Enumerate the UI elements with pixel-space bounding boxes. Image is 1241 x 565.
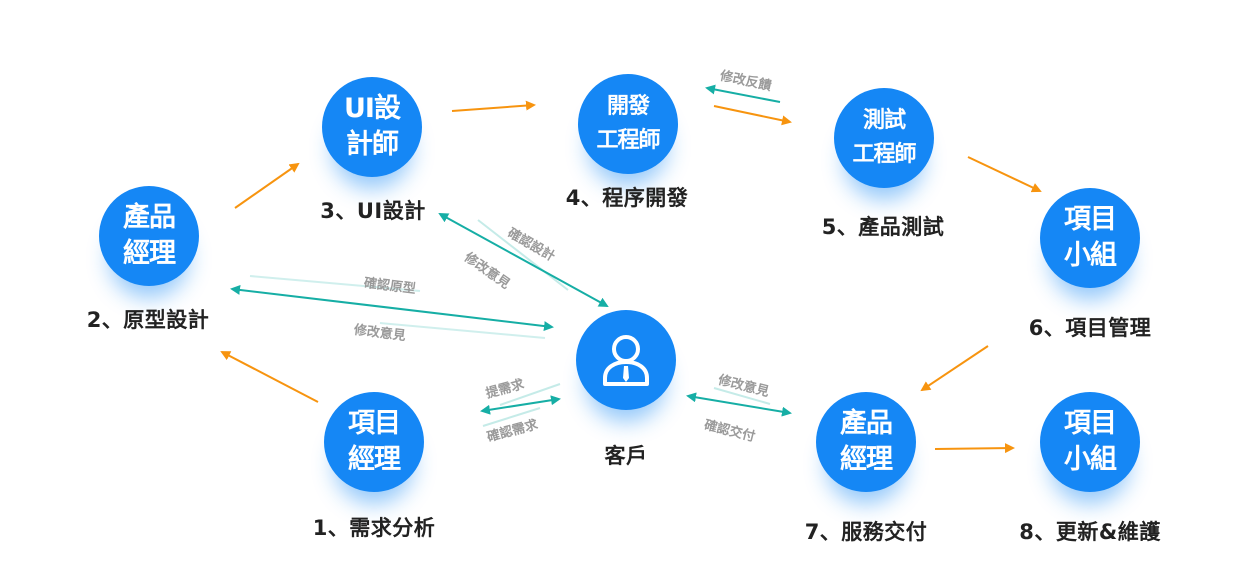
arrow-pm-to-product-manager xyxy=(220,351,319,403)
step-8-label: 8、更新&維護 xyxy=(1019,520,1161,544)
node-line: 經理 xyxy=(840,444,893,475)
arrow-confirm-prototype xyxy=(230,284,554,332)
node-line: 產品 xyxy=(123,202,176,233)
node-line: 測試 xyxy=(862,108,906,133)
node-line: 項目 xyxy=(1064,204,1117,235)
node-line: 工程師 xyxy=(596,128,660,153)
node-client xyxy=(576,310,676,410)
arrow-test-to-team xyxy=(967,156,1042,193)
node-line: 工程師 xyxy=(852,142,916,167)
arrow-requirements-fade-top xyxy=(499,383,561,406)
node-line: 小組 xyxy=(1064,240,1117,271)
user-tie-icon xyxy=(603,335,649,386)
node-line: 項目 xyxy=(1064,408,1117,439)
step-1-label: 1、需求分析 xyxy=(312,516,436,540)
node-line: 計師 xyxy=(346,129,399,160)
arrow-prototype-fade-bottom xyxy=(379,322,546,339)
arrow-requirements xyxy=(480,395,561,415)
step-7-label: 7、服務交付 xyxy=(804,520,928,544)
arrow-product-manager-to-team xyxy=(934,443,1015,454)
step-6-label: 6、項目管理 xyxy=(1028,316,1152,340)
node-line: UI設 xyxy=(344,93,401,124)
arrow-team-to-product-manager xyxy=(920,345,989,392)
arrow-revise-design-fade xyxy=(477,219,569,291)
arrow-delivery-fade xyxy=(713,387,771,405)
arrow-prototype-fade-top xyxy=(249,275,421,292)
arrow-test-feedback-to-dev xyxy=(705,84,781,103)
node-line: 產品 xyxy=(840,408,893,439)
arrow-dev-to-test xyxy=(713,105,792,126)
step-3-label: 3、UI設計 xyxy=(320,199,426,223)
node-test-engineer: 測試 工程師 xyxy=(834,88,934,188)
node-line: 小組 xyxy=(1064,444,1117,475)
step-5-label: 5、產品測試 xyxy=(821,215,945,239)
arrow-requirements-fade-bottom xyxy=(482,407,541,427)
node-project-team-bottom: 項目 小組 xyxy=(1040,392,1140,492)
node-product-manager-top: 產品 經理 xyxy=(99,186,199,286)
node-ui-designer: UI設 計師 xyxy=(322,77,422,177)
node-line: 經理 xyxy=(348,444,401,475)
arrow-delivery xyxy=(686,392,792,417)
node-dev-engineer: 開發 工程師 xyxy=(578,74,678,174)
node-project-manager: 項目 經理 xyxy=(324,392,424,492)
node-product-manager-bottom: 產品 經理 xyxy=(816,392,916,492)
node-line: 項目 xyxy=(348,408,401,439)
client-label: 客戶 xyxy=(604,444,648,468)
arrow-ui-to-dev xyxy=(451,100,536,112)
node-line: 開發 xyxy=(606,94,650,119)
arrow-product-manager-to-ui xyxy=(234,162,300,209)
node-line: 經理 xyxy=(123,238,176,269)
step-2-label: 2、原型設計 xyxy=(86,308,210,332)
step-4-label: 4、程序開發 xyxy=(565,186,689,210)
node-project-team-top: 項目 小組 xyxy=(1040,188,1140,288)
arrow-confirm-design xyxy=(438,213,609,307)
